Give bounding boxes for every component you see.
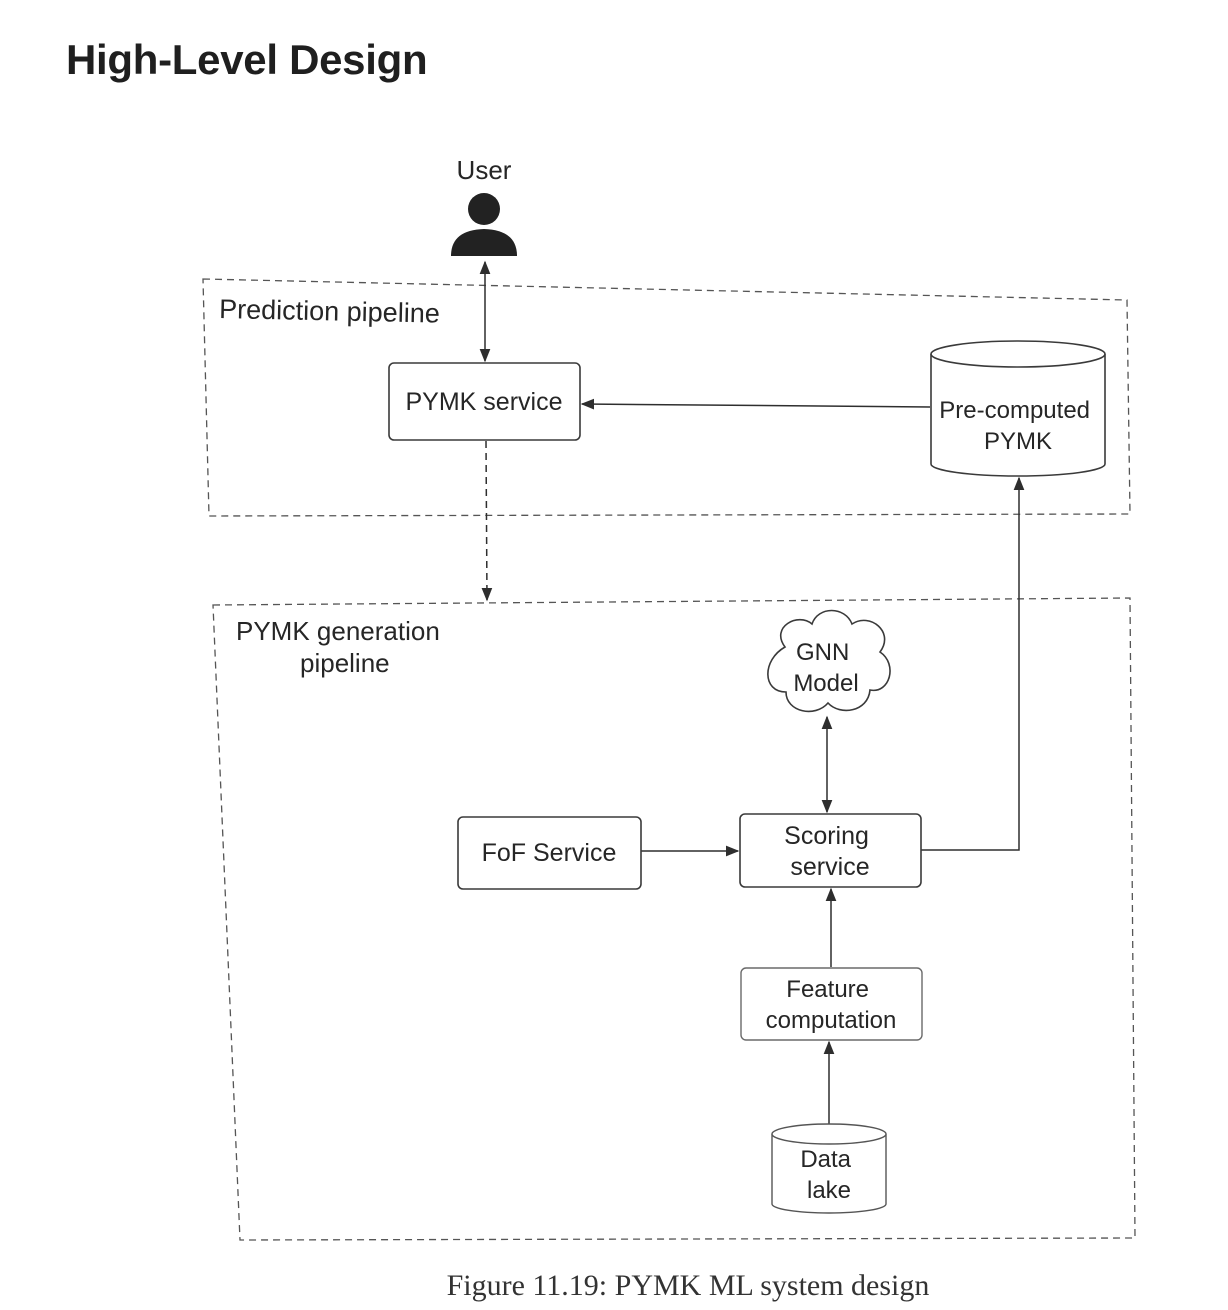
pymk-service-node: PYMK service [388, 362, 581, 441]
feature-computation-node: Feature computation [740, 967, 923, 1041]
figure-caption: Figure 11.19: PYMK ML system design [447, 1269, 930, 1302]
user-label: User [457, 155, 512, 185]
feature-computation-label: Feature computation [766, 976, 897, 1034]
data-lake-label: Data lake [800, 1146, 857, 1204]
generation-pipeline-label: PYMK generation pipeline [236, 616, 447, 678]
precomputed-to-service-arrow [580, 398, 931, 410]
scoring-service-label: Scoring service [784, 822, 876, 881]
user-icon [451, 193, 517, 256]
gnn-model-label: GNN Model [793, 639, 858, 697]
data-lake-node: Data lake [771, 1123, 887, 1214]
precomputed-pymk-node: Pre-computed PYMK [930, 340, 1106, 477]
scoring-to-precomputed-arrow [921, 476, 1025, 851]
gnn-model-node: GNN Model [767, 609, 891, 713]
page-title: High-Level Design [66, 36, 428, 83]
fof-service-node: FoF Service [457, 816, 642, 890]
scoring-service-node: Scoring service [739, 813, 922, 888]
generation-pipeline-boundary [212, 597, 1136, 1241]
service-to-generation-dashed-arrow [481, 440, 493, 602]
prediction-pipeline-label: Prediction pipeline [219, 294, 440, 329]
prediction-pipeline-boundary [202, 278, 1131, 517]
pymk-service-label: PYMK service [406, 388, 563, 416]
fof-service-label: FoF Service [482, 839, 617, 867]
precomputed-pymk-label: Pre-computed PYMK [939, 397, 1096, 455]
